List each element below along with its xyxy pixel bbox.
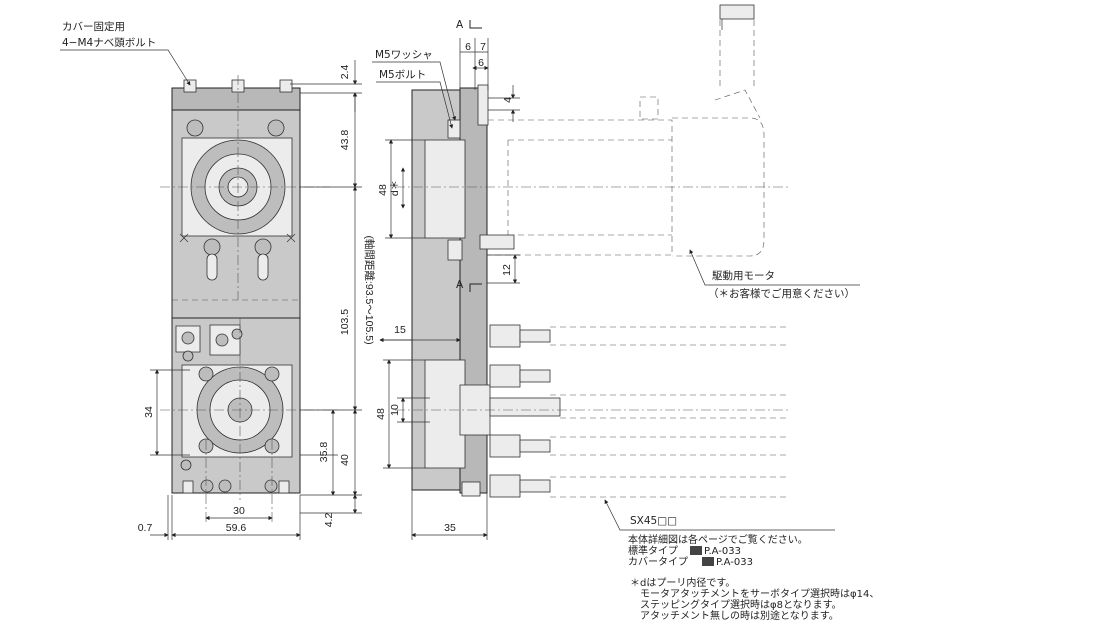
mount-hole-icon [198, 366, 214, 382]
mount-hole-icon [215, 333, 229, 347]
cover-bolt-icon [182, 480, 194, 494]
output-shaft [489, 324, 521, 348]
note-d-4: アタッチメント無しの時は別途となります。 [640, 609, 839, 622]
cover-bolt-icon [279, 79, 293, 93]
mount-hole-icon [264, 479, 278, 493]
dim-15: 15 [394, 324, 406, 336]
output-shaft-main [489, 397, 561, 417]
output-bolt-icon [519, 479, 551, 493]
mount-hole-icon [203, 238, 221, 256]
note-cover-ref: P.A-033 [716, 557, 753, 568]
dim-2-4: 2.4 [339, 65, 351, 80]
m5-bolt-label: M5ボルト [379, 69, 426, 81]
motor-connector-icon [719, 4, 755, 20]
axis-distance-label: (軸間距離:93.5〜105.5) [363, 235, 376, 344]
output-bolt-icon [519, 439, 551, 453]
m5-bolt-icon [461, 481, 481, 497]
lower-pulley-section [424, 359, 466, 469]
dim-103-5: 103.5 [339, 309, 351, 335]
dim-6a: 6 [465, 41, 471, 53]
dim-12: 12 [501, 264, 513, 276]
motor-label-2: （＊お客様でご用意ください） [708, 287, 855, 300]
adjust-slot [206, 253, 218, 281]
m5-bolt-icon [447, 239, 463, 261]
adjust-slot [257, 253, 269, 281]
note-d-1: ＊dはプーリ内径です。 [630, 576, 735, 589]
dim-30: 30 [233, 505, 245, 517]
output-shaft [489, 474, 521, 498]
dim-59-6: 59.6 [226, 522, 247, 534]
note-cover-type: カバータイプ [628, 556, 688, 568]
motor-attachment [477, 84, 489, 126]
mount-hole-icon [182, 350, 194, 362]
section-a-bottom: A [456, 279, 464, 291]
motor-label-1: 駆動用モータ [712, 269, 775, 282]
mount-hole-icon [186, 119, 204, 137]
mount-hole-icon [218, 479, 232, 493]
side-view: A A 6 7 6 4 48 d＊ 12 15 [372, 4, 860, 540]
page-ref-icon [702, 557, 714, 566]
output-bolt-icon [519, 369, 551, 383]
section-a-top: A [456, 19, 464, 31]
upper-pulley-section [424, 139, 466, 239]
cover-fix-label-1: カバー固定用 [62, 20, 125, 33]
dim-43-8: 43.8 [339, 130, 351, 151]
mount-hole-icon [200, 479, 214, 493]
note-standard-type: 標準タイプ [628, 544, 678, 557]
output-shaft [489, 364, 521, 388]
dim-10: 10 [389, 404, 401, 416]
dim-34: 34 [143, 406, 155, 418]
dim-4: 4 [502, 97, 514, 103]
dim-48a: 48 [377, 184, 389, 196]
note-d-2: モータアタッチメントをサーボタイプ選択時はφ14、 [640, 587, 879, 600]
note-detail: 本体詳細図は各ページでご覧ください。 [628, 533, 808, 546]
m5-bolt-icon [447, 119, 461, 139]
mount-hole-icon [264, 366, 280, 382]
clamp-bolt-icon [479, 234, 515, 250]
output-bolt-icon [519, 329, 551, 343]
dim-6b: 6 [478, 57, 484, 69]
output-shaft [489, 434, 521, 458]
note-standard-ref: P.A-033 [704, 546, 741, 557]
m5-washer-label: M5ワッシャ [375, 49, 433, 61]
cover-bolt-icon [183, 79, 197, 93]
front-view: 2.4 43.8 103.5 (軸間距離:93.5〜105.5) 35.8 40… [60, 20, 376, 540]
dim-0-7: 0.7 [138, 522, 153, 534]
dim-4-2: 4.2 [323, 513, 335, 528]
cover-bolt-icon [278, 480, 290, 494]
mount-hole-icon [267, 119, 285, 137]
d-mark-label: d＊ [389, 180, 401, 196]
page-ref-icon [690, 546, 702, 555]
mount-hole-icon [181, 331, 195, 345]
mount-hole-icon [180, 459, 192, 471]
dim-35: 35 [444, 522, 456, 534]
dim-48b: 48 [375, 408, 387, 420]
dim-35-8: 35.8 [318, 442, 330, 463]
cross-mark-icon [179, 233, 296, 243]
cover-fix-label-2: 4−M4ナベ頭ボルト [62, 37, 156, 49]
dim-7: 7 [480, 41, 486, 53]
model-label: SX45□□ [630, 515, 677, 527]
dim-40: 40 [339, 454, 351, 466]
note-d-3: ステッピングタイプ選択時はφ8となります。 [640, 598, 842, 611]
mount-hole-icon [254, 238, 272, 256]
mount-hole-icon [231, 328, 243, 340]
notes: 本体詳細図は各ページでご覧ください。 標準タイプ P.A-033 カバータイプ … [628, 533, 879, 622]
